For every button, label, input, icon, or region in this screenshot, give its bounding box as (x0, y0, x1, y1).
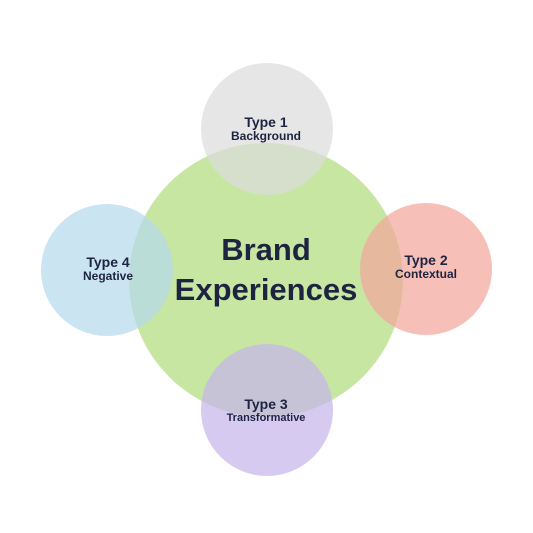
type-4-description: Negative (82, 269, 134, 284)
type-1-circle (201, 63, 333, 195)
center-title-line-2: Experiences (174, 272, 358, 307)
type-3-description: Transformative (226, 412, 306, 425)
type-4-label: Type 4 Negative (83, 254, 133, 284)
type-2-label: Type 2 Contextual (395, 252, 457, 282)
type-4-circle (41, 204, 173, 336)
type-3-circle (201, 344, 333, 476)
type-3-label: Type 3 Transformative (227, 396, 306, 425)
type-3-name: Type 3 (244, 396, 288, 412)
type-2-name: Type 2 (404, 252, 448, 268)
type-2-description: Contextual (394, 267, 458, 282)
type-1-name: Type 1 (244, 114, 288, 130)
type-1-label: Type 1 Background (231, 114, 301, 144)
center-title: Brand Experiences (175, 230, 358, 310)
type-1-description: Background (230, 129, 302, 144)
type-4-name: Type 4 (86, 254, 130, 270)
type-2-circle (360, 203, 492, 335)
center-title-line-1: Brand (221, 232, 311, 267)
